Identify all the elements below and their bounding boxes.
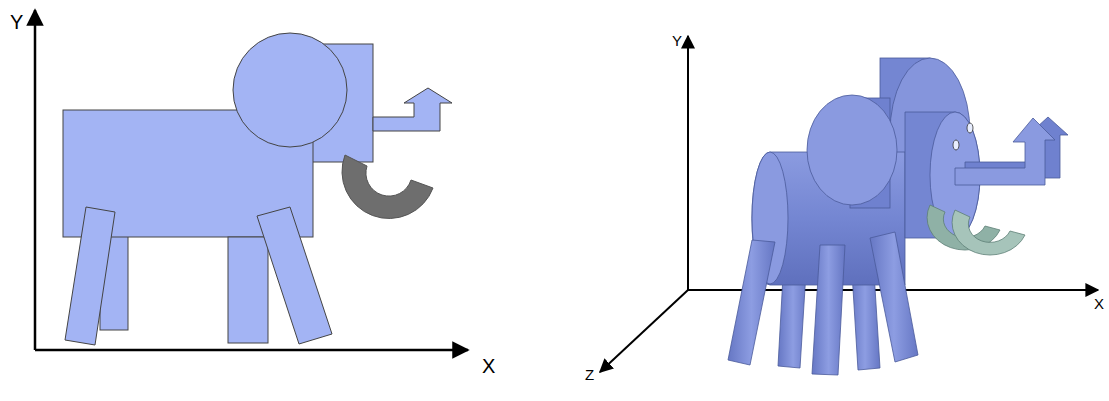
axes-3d bbox=[600, 36, 1098, 372]
axis-label: X bbox=[482, 356, 495, 376]
axes-2d bbox=[35, 10, 468, 350]
axis-label: Y bbox=[10, 12, 23, 32]
axis-label: X bbox=[1094, 296, 1104, 311]
elephant-3d bbox=[728, 58, 1068, 375]
axis-label: Z bbox=[585, 367, 594, 382]
elephant-2d bbox=[63, 33, 452, 345]
axis-label: Y bbox=[672, 33, 682, 48]
